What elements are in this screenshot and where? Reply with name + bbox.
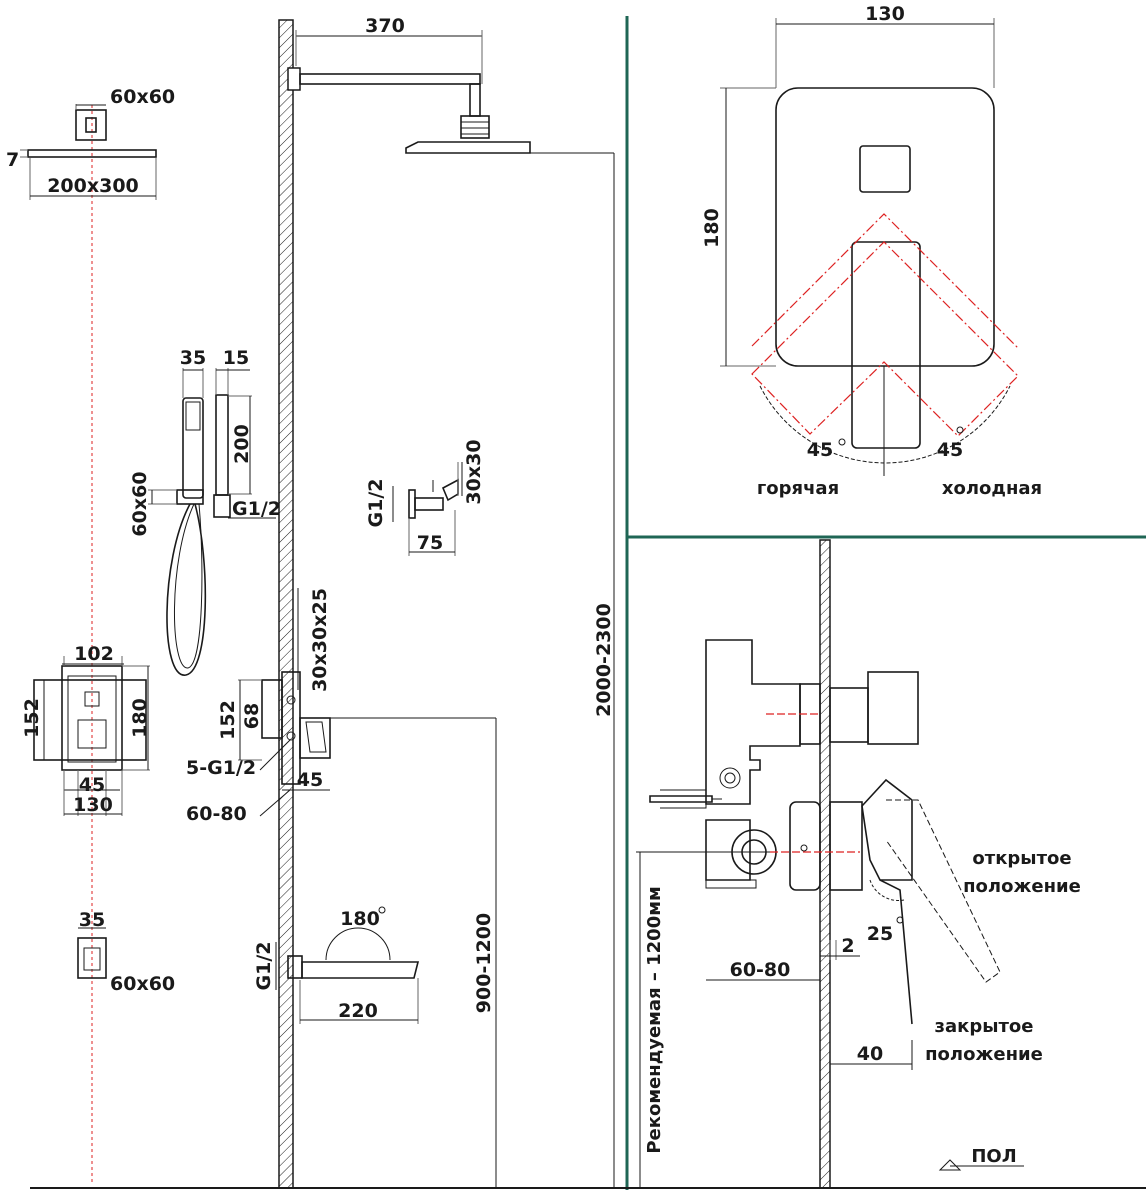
holder-size-label: 30x30 — [463, 439, 485, 504]
side-68-label: 68 — [241, 703, 263, 729]
dim-total-height-label: 2000-2300 — [593, 603, 615, 717]
dim-370-label: 370 — [365, 15, 405, 37]
overhead-shower — [287, 67, 614, 154]
elbow-35-label: 35 — [79, 909, 105, 931]
recommended-height-label: Рекомендуемая – 1200мм — [644, 886, 665, 1153]
section-gap-label: 2 — [841, 935, 854, 957]
hand-200-label: 200 — [231, 424, 253, 464]
cold-label: холодная — [942, 478, 1042, 499]
front-width-label: 130 — [865, 3, 905, 25]
plate-130-label: 130 — [73, 794, 113, 816]
closed-label-2: положение — [925, 1044, 1043, 1065]
handle-40-label: 40 — [857, 1043, 883, 1065]
spout-angle-label: 180 — [340, 908, 380, 930]
wall-holder: 30x30 G1/2 75 — [365, 439, 485, 556]
hand-35-label: 35 — [180, 347, 206, 369]
hand-thread-label: G1/2 — [232, 498, 281, 520]
plate-45-label: 45 — [79, 774, 105, 796]
hand-bracket-label: 60x60 — [129, 471, 151, 536]
spout-220-label: 220 — [338, 1000, 378, 1022]
side-45-label: 45 — [297, 769, 323, 791]
wall-left — [278, 19, 294, 1189]
side-outlets-label: 5-G1/2 — [186, 757, 256, 779]
angle-left-label: 45 — [807, 439, 833, 461]
section-depth-label: 60-80 — [730, 959, 791, 981]
open-label-2: положение — [963, 876, 1081, 897]
hand-shower: 35 15 200 60x60 G1/2 — [129, 347, 281, 676]
closed-label-1: закрытое — [935, 1016, 1034, 1037]
hot-label: горячая — [757, 478, 839, 499]
spout-thread-label: G1/2 — [253, 942, 275, 991]
plate-152-label: 152 — [21, 698, 43, 738]
angle-right-label: 45 — [937, 439, 963, 461]
holder-thread-label: G1/2 — [365, 479, 387, 528]
wall-outlet-elbow: 35 60x60 — [77, 909, 175, 995]
head-size-label: 200x300 — [47, 175, 139, 197]
mixer-front-view: 180 130 45 45 горячая холодная — [701, 3, 1042, 499]
side-box-label: 30x30x25 — [309, 588, 331, 692]
bath-spout: 180 G1/2 220 900-1200 — [253, 718, 497, 1188]
head-top-label: 60x60 — [110, 86, 175, 108]
head-thick-label: 7 — [6, 149, 19, 171]
head-small-view: 60x60 7 200x300 — [6, 86, 175, 200]
plate-180-label: 180 — [129, 698, 151, 738]
floor-label: ПОЛ — [971, 1146, 1016, 1167]
front-height-label: 180 — [701, 208, 723, 248]
mixer-height-label: 900-1200 — [473, 913, 495, 1013]
front-plate-view: 102 152 180 45 130 — [21, 643, 151, 816]
open-label-1: открытое — [972, 848, 1071, 869]
holder-75-label: 75 — [417, 532, 443, 554]
plate-102-label: 102 — [74, 643, 114, 665]
side-152-label: 152 — [217, 700, 239, 740]
side-mixer-box: 152 68 30x30x25 5-G1/2 45 60-80 — [186, 588, 496, 825]
mixer-section-view: 40 60-80 2 25 открытое положение закрыто… — [636, 539, 1081, 1189]
side-depth-label: 60-80 — [186, 803, 247, 825]
section-angle-label: 25 — [867, 923, 893, 945]
dim-370: 370 — [295, 15, 483, 84]
dim-total-height: 2000-2300 — [593, 153, 615, 1188]
hand-15-label: 15 — [223, 347, 249, 369]
elbow-size-label: 60x60 — [110, 973, 175, 995]
